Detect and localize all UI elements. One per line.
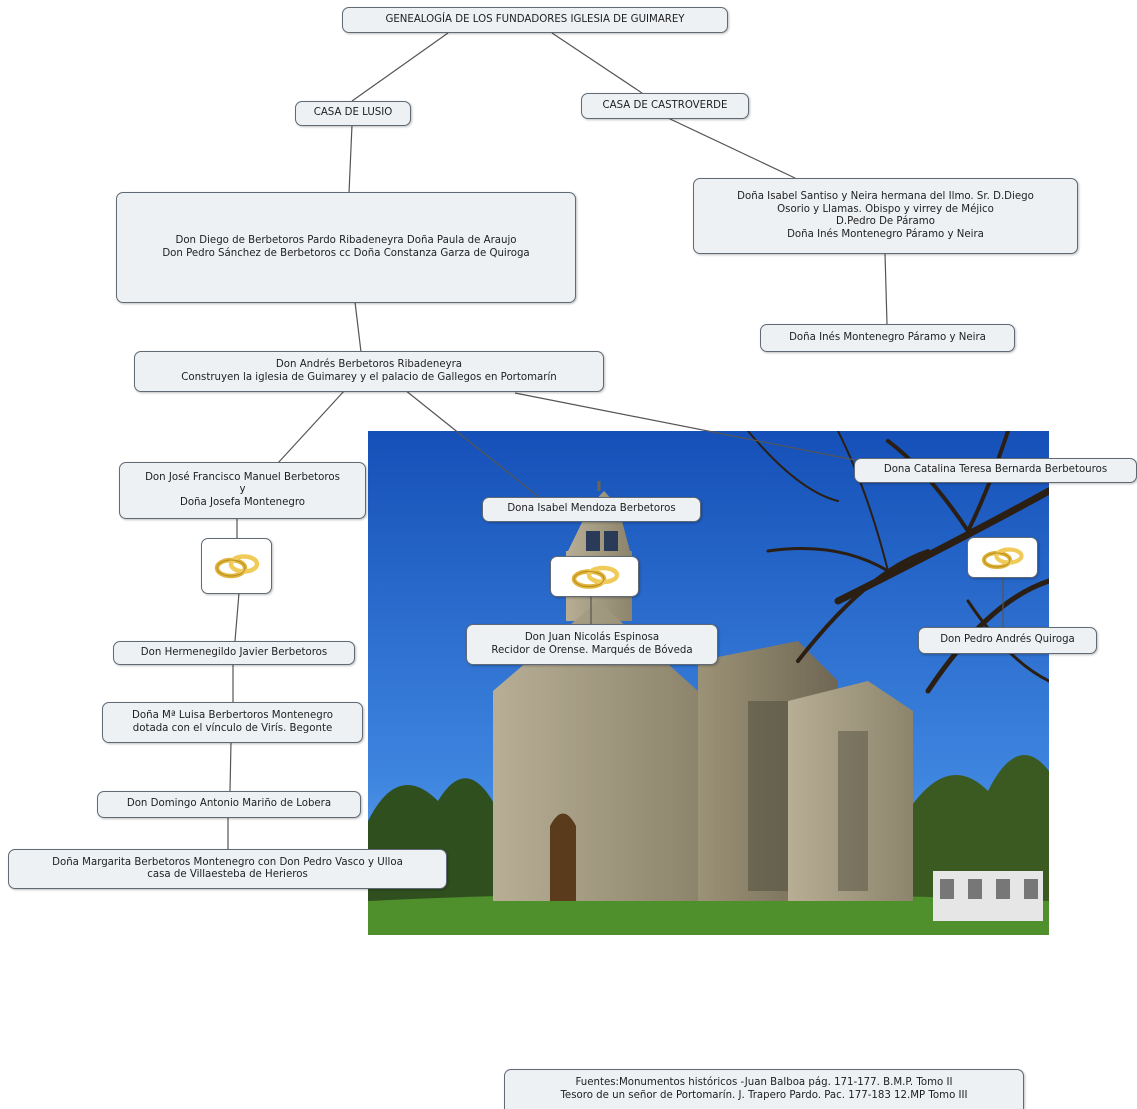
pedro-andres[interactable]: Don Pedro Andrés Quiroga [918, 627, 1097, 654]
hermenegildo[interactable]: Don Hermenegildo Javier Berbetoros [113, 641, 355, 665]
lusio-ancestors-line2: Don Pedro Sánchez de Berbetoros cc Doña … [162, 247, 530, 259]
catalina-teresa-label: Dona Catalina Teresa Bernarda Berbetouro… [883, 464, 1108, 476]
castroverde-ancestors[interactable]: Doña Isabel Santiso y Neira hermana del … [693, 178, 1078, 254]
lusio-ancestors-line1: Don Diego de Berbetoros Pardo Ribadeneyr… [175, 235, 517, 246]
lusio-ancestors[interactable]: Don Diego de Berbetoros Pardo Ribadeneyr… [116, 192, 576, 303]
catalina-teresa[interactable]: Dona Catalina Teresa Bernarda Berbetouro… [854, 458, 1137, 483]
isabel-mendoza[interactable]: Dona Isabel Mendoza Berbetoros [482, 497, 701, 522]
andres-line1: Don Andrés Berbetoros Ribadeneyra [275, 359, 463, 370]
isabel-mendoza-label: Dona Isabel Mendoza Berbetoros [507, 503, 676, 515]
marriage-node-isabel[interactable] [550, 556, 639, 597]
house-lusio[interactable]: CASA DE LUSIO [295, 101, 411, 126]
jose-line3: Doña Josefa Montenegro [179, 496, 306, 508]
andres-line2: Construyen la iglesia de Guimarey y el p… [181, 371, 557, 383]
wedding-rings-icon [571, 565, 619, 589]
house-castroverde-label: CASA DE CASTROVERDE [602, 99, 728, 111]
domingo-label: Don Domingo Antonio Mariño de Lobera [126, 798, 332, 810]
margarita-line1: Doña Margarita Berbetoros Montenegro con… [52, 856, 403, 868]
house-lusio-label: CASA DE LUSIO [313, 107, 393, 119]
root-topic[interactable]: GENEALOGÍA DE LOS FUNDADORES IGLESIA DE … [342, 7, 728, 33]
church-photo [368, 431, 1049, 935]
jose-line2: y [239, 484, 246, 496]
juan-nicolas-line1: Don Juan Nicolás Espinosa [524, 632, 660, 643]
sources-note[interactable]: Fuentes:Monumentos históricos -Juan Balb… [504, 1069, 1024, 1109]
margarita-line2: casa de Villaesteba de Herieros [147, 869, 308, 880]
sources-line2: Tesoro de un señor de Portomarín. J. Tra… [560, 1089, 968, 1101]
castroverde-line3: D.Pedro De Páramo [836, 216, 935, 227]
margarita-berbetoros[interactable]: Doña Margarita Berbetoros Montenegro con… [8, 849, 447, 889]
root-topic-label: GENEALOGÍA DE LOS FUNDADORES IGLESIA DE … [385, 13, 685, 25]
ines-montenegro-label: Doña Inés Montenegro Páramo y Neira [789, 331, 986, 343]
marriage-node-jose[interactable] [201, 538, 272, 594]
luisa-line1: Doña Mª Luisa Berbertoros Montenegro [132, 710, 333, 721]
jose-francisco[interactable]: Don José Francisco Manuel Berbetoros y D… [119, 462, 366, 519]
andres-berbetoros[interactable]: Don Andrés Berbetoros Ribadeneyra Constr… [134, 351, 604, 392]
house-castroverde[interactable]: CASA DE CASTROVERDE [581, 93, 749, 119]
wedding-rings-icon [214, 554, 259, 579]
castroverde-line4: Doña Inés Montenegro Páramo y Neira [787, 228, 984, 240]
luisa-berbertoros[interactable]: Doña Mª Luisa Berbertoros Montenegro dot… [102, 702, 363, 743]
castroverde-line2: Osorio y Llamas. Obispo y virrey de Méji… [777, 203, 994, 215]
juan-nicolas-line2: Recidor de Orense. Marqués de Bóveda [491, 644, 693, 656]
juan-nicolas[interactable]: Don Juan Nicolás Espinosa Recidor de Ore… [466, 624, 718, 665]
jose-line1: Don José Francisco Manuel Berbetoros [145, 471, 340, 483]
marriage-node-catalina[interactable] [967, 537, 1038, 578]
castroverde-line1: Doña Isabel Santiso y Neira hermana del … [737, 191, 1034, 202]
pedro-andres-label: Don Pedro Andrés Quiroga [940, 634, 1075, 646]
domingo-antonio[interactable]: Don Domingo Antonio Mariño de Lobera [97, 791, 361, 818]
ines-montenegro[interactable]: Doña Inés Montenegro Páramo y Neira [760, 324, 1015, 352]
wedding-rings-icon [981, 546, 1024, 569]
luisa-line2: dotada con el vínculo de Virís. Begonte [132, 722, 333, 734]
sources-line1: Fuentes:Monumentos históricos -Juan Balb… [575, 1077, 953, 1088]
hermenegildo-label: Don Hermenegildo Javier Berbetoros [140, 646, 328, 658]
